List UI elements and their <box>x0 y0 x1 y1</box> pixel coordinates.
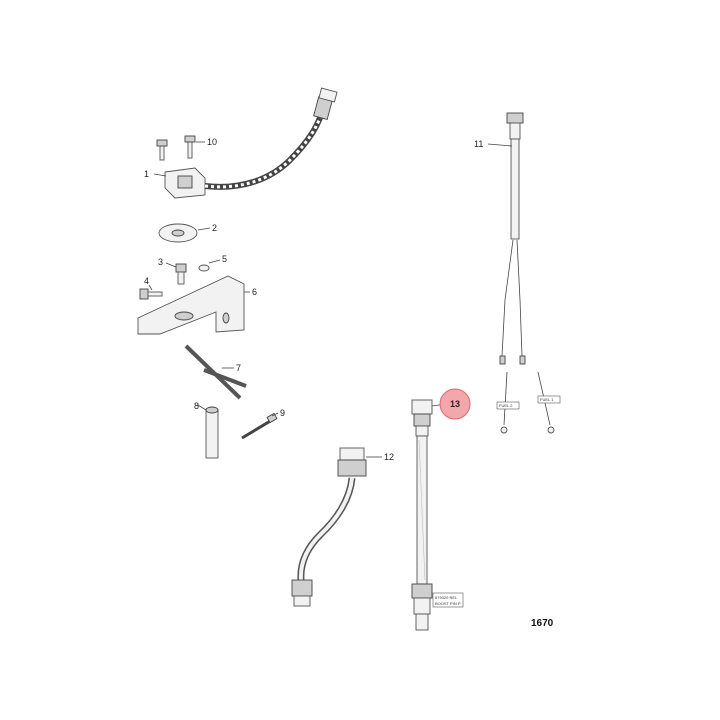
fuel-2-tag: FUEL 2 <box>496 401 520 410</box>
part-13-harness <box>411 399 447 631</box>
callout-8: 8 <box>194 401 199 411</box>
part-8-pin <box>197 404 219 459</box>
callout-3: 3 <box>158 257 163 267</box>
part-1-sensor-harness <box>153 87 338 199</box>
callout-9: 9 <box>280 408 285 418</box>
part-3-stud <box>165 262 187 285</box>
part-10-bolts <box>156 135 205 161</box>
callout-12: 12 <box>384 452 394 462</box>
callout-13-highlight[interactable]: 13 <box>439 388 471 420</box>
harness-13-label-tag: 879320 REL BOOST PIN P <box>432 592 464 608</box>
callout-1: 1 <box>144 169 149 179</box>
part-5-washer <box>198 259 221 272</box>
callout-6: 6 <box>252 287 257 297</box>
callout-2: 2 <box>212 223 217 233</box>
fuel-1-tag: FUEL 1 <box>537 395 561 404</box>
callout-7: 7 <box>236 363 241 373</box>
svg-text:FUEL 2: FUEL 2 <box>499 403 513 408</box>
part-4-screw <box>139 284 163 300</box>
part-6-bracket <box>137 275 250 335</box>
callout-5: 5 <box>222 254 227 264</box>
part-11-y-harness <box>487 112 555 434</box>
part-2-grommet <box>158 223 211 243</box>
part-7-rod <box>184 344 247 400</box>
part-12-short-harness <box>291 447 382 607</box>
svg-text:BOOST PIN P: BOOST PIN P <box>435 601 461 606</box>
part-9-cable-tie <box>241 412 279 440</box>
callout-4: 4 <box>144 276 149 286</box>
svg-text:FUEL 1: FUEL 1 <box>540 397 554 402</box>
callout-11: 11 <box>474 139 483 149</box>
callout-13: 13 <box>450 399 460 409</box>
figure-reference: 1670 <box>531 618 554 629</box>
callout-10: 10 <box>207 137 217 147</box>
svg-text:879320 REL: 879320 REL <box>435 595 458 600</box>
